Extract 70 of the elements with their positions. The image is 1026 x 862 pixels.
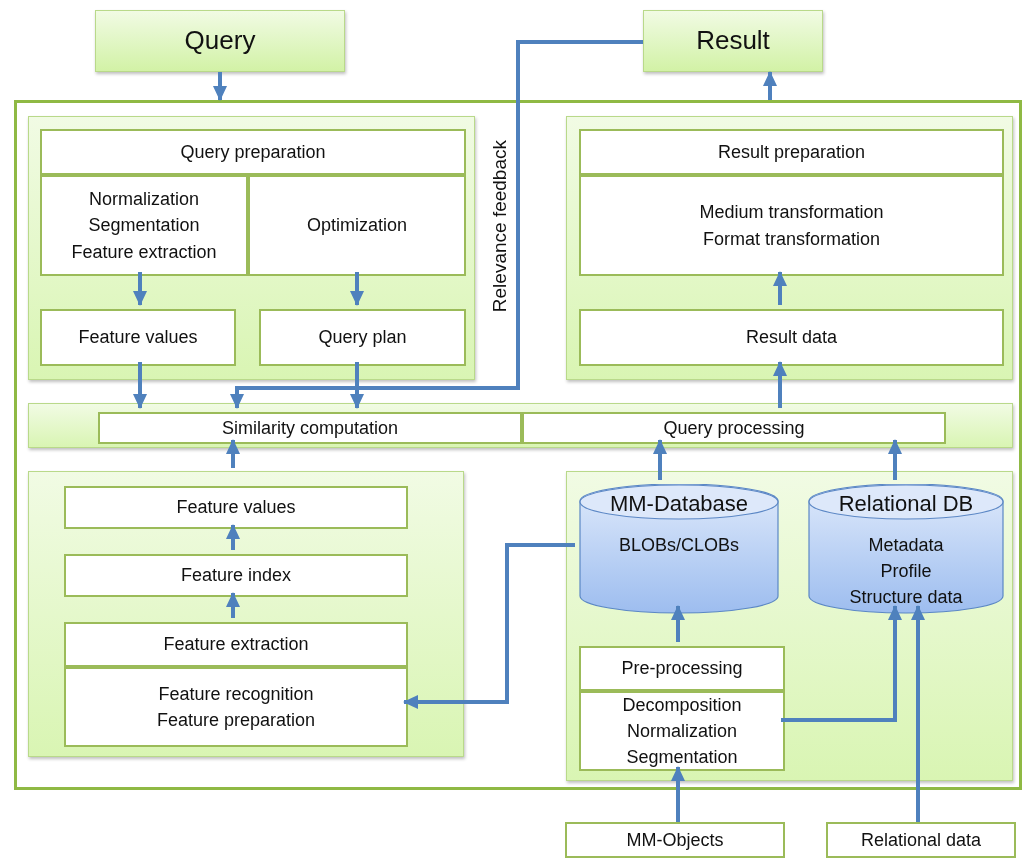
process-box (579, 646, 785, 691)
process-box (98, 412, 522, 444)
box-label: Optimization (306, 214, 407, 238)
arrow (763, 71, 777, 100)
arrow (773, 361, 787, 408)
database-cylinder (808, 484, 1004, 614)
arrow (781, 605, 902, 722)
outer-frame (14, 100, 1022, 790)
database-cylinder (579, 484, 779, 614)
arrow (403, 543, 575, 709)
arrow (133, 272, 147, 306)
box-label: Decomposition Normalization Segmentation (621, 693, 743, 770)
process-box (522, 412, 946, 444)
box-label: Similarity computation (221, 416, 399, 440)
arrow (226, 524, 240, 550)
database-title: MM-Database (609, 490, 749, 518)
arrow (230, 40, 643, 409)
arrow (888, 439, 902, 480)
panel-background (566, 116, 1013, 380)
process-box (64, 486, 408, 529)
database-title: Relational DB (838, 490, 974, 518)
box-label: Pre-processing (621, 657, 743, 681)
database-contents: BLOBs/CLOBs (618, 533, 739, 557)
terminal-box (643, 10, 823, 72)
process-box (248, 175, 466, 276)
box-label: MM-Objects (626, 828, 724, 852)
process-box (579, 175, 1004, 276)
process-box (579, 129, 1004, 175)
terminal-box (95, 10, 345, 72)
box-label: Feature values (176, 496, 296, 520)
box-label: Result data (745, 326, 838, 350)
box-label: Result (696, 24, 770, 58)
arrow (226, 439, 240, 468)
process-box (40, 129, 466, 175)
process-box (64, 667, 408, 747)
panel-background (566, 471, 1013, 781)
process-box (565, 822, 785, 858)
process-box (826, 822, 1016, 858)
process-box (64, 554, 408, 597)
box-label: Query processing (663, 416, 805, 440)
box-label: Result preparation (717, 140, 866, 164)
arrow (653, 439, 667, 480)
process-box (64, 622, 408, 667)
process-box (259, 309, 466, 366)
box-label: Feature index (180, 564, 292, 588)
arrow (350, 362, 364, 409)
box-label: Query (184, 24, 256, 58)
arrow (773, 271, 787, 305)
box-label: Feature values (78, 326, 198, 350)
database-contents: Metadata Profile Structure data (848, 533, 964, 610)
panel-background (28, 403, 1013, 448)
process-box (40, 175, 248, 276)
arrow (213, 72, 227, 101)
box-label: Relational data (860, 828, 982, 852)
arrow (911, 605, 925, 822)
box-label: Normalization Segmentation Feature extraction (70, 188, 218, 264)
arrow (671, 766, 685, 822)
box-label: Feature extraction (163, 633, 309, 657)
arrow (226, 592, 240, 618)
arrow (133, 362, 147, 409)
box-label: Query plan (318, 326, 407, 350)
process-box (40, 309, 236, 366)
process-box (579, 691, 785, 771)
panel-background (28, 116, 475, 380)
arrow (350, 272, 364, 306)
process-box (579, 309, 1004, 366)
box-label: Query preparation (180, 140, 326, 164)
box-label: Feature recognition Feature preparation (155, 682, 317, 732)
panel-background (28, 471, 464, 757)
box-label: Medium transformation Format transformation (698, 201, 885, 251)
